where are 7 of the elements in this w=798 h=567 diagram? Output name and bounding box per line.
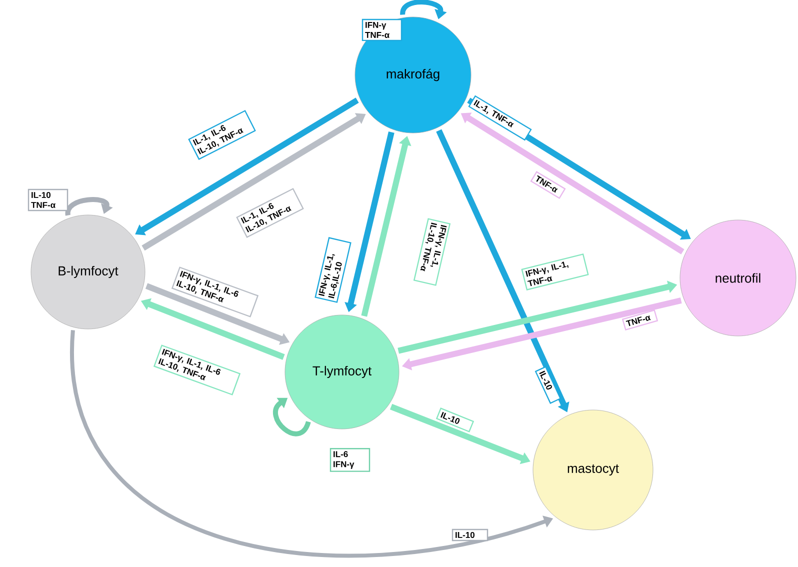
edge-label: IFN-γ TNF-α <box>362 18 402 42</box>
edge-label: IL-10 TNF-α <box>28 188 68 212</box>
arrow <box>65 197 113 216</box>
arrow <box>273 398 311 436</box>
edge-label: IL-6 IFN-γ <box>330 448 370 472</box>
edge-label: IL-10 <box>452 528 488 542</box>
edge-label: IFN-γ, IL-1, IL-6,IL-10 <box>314 237 352 303</box>
